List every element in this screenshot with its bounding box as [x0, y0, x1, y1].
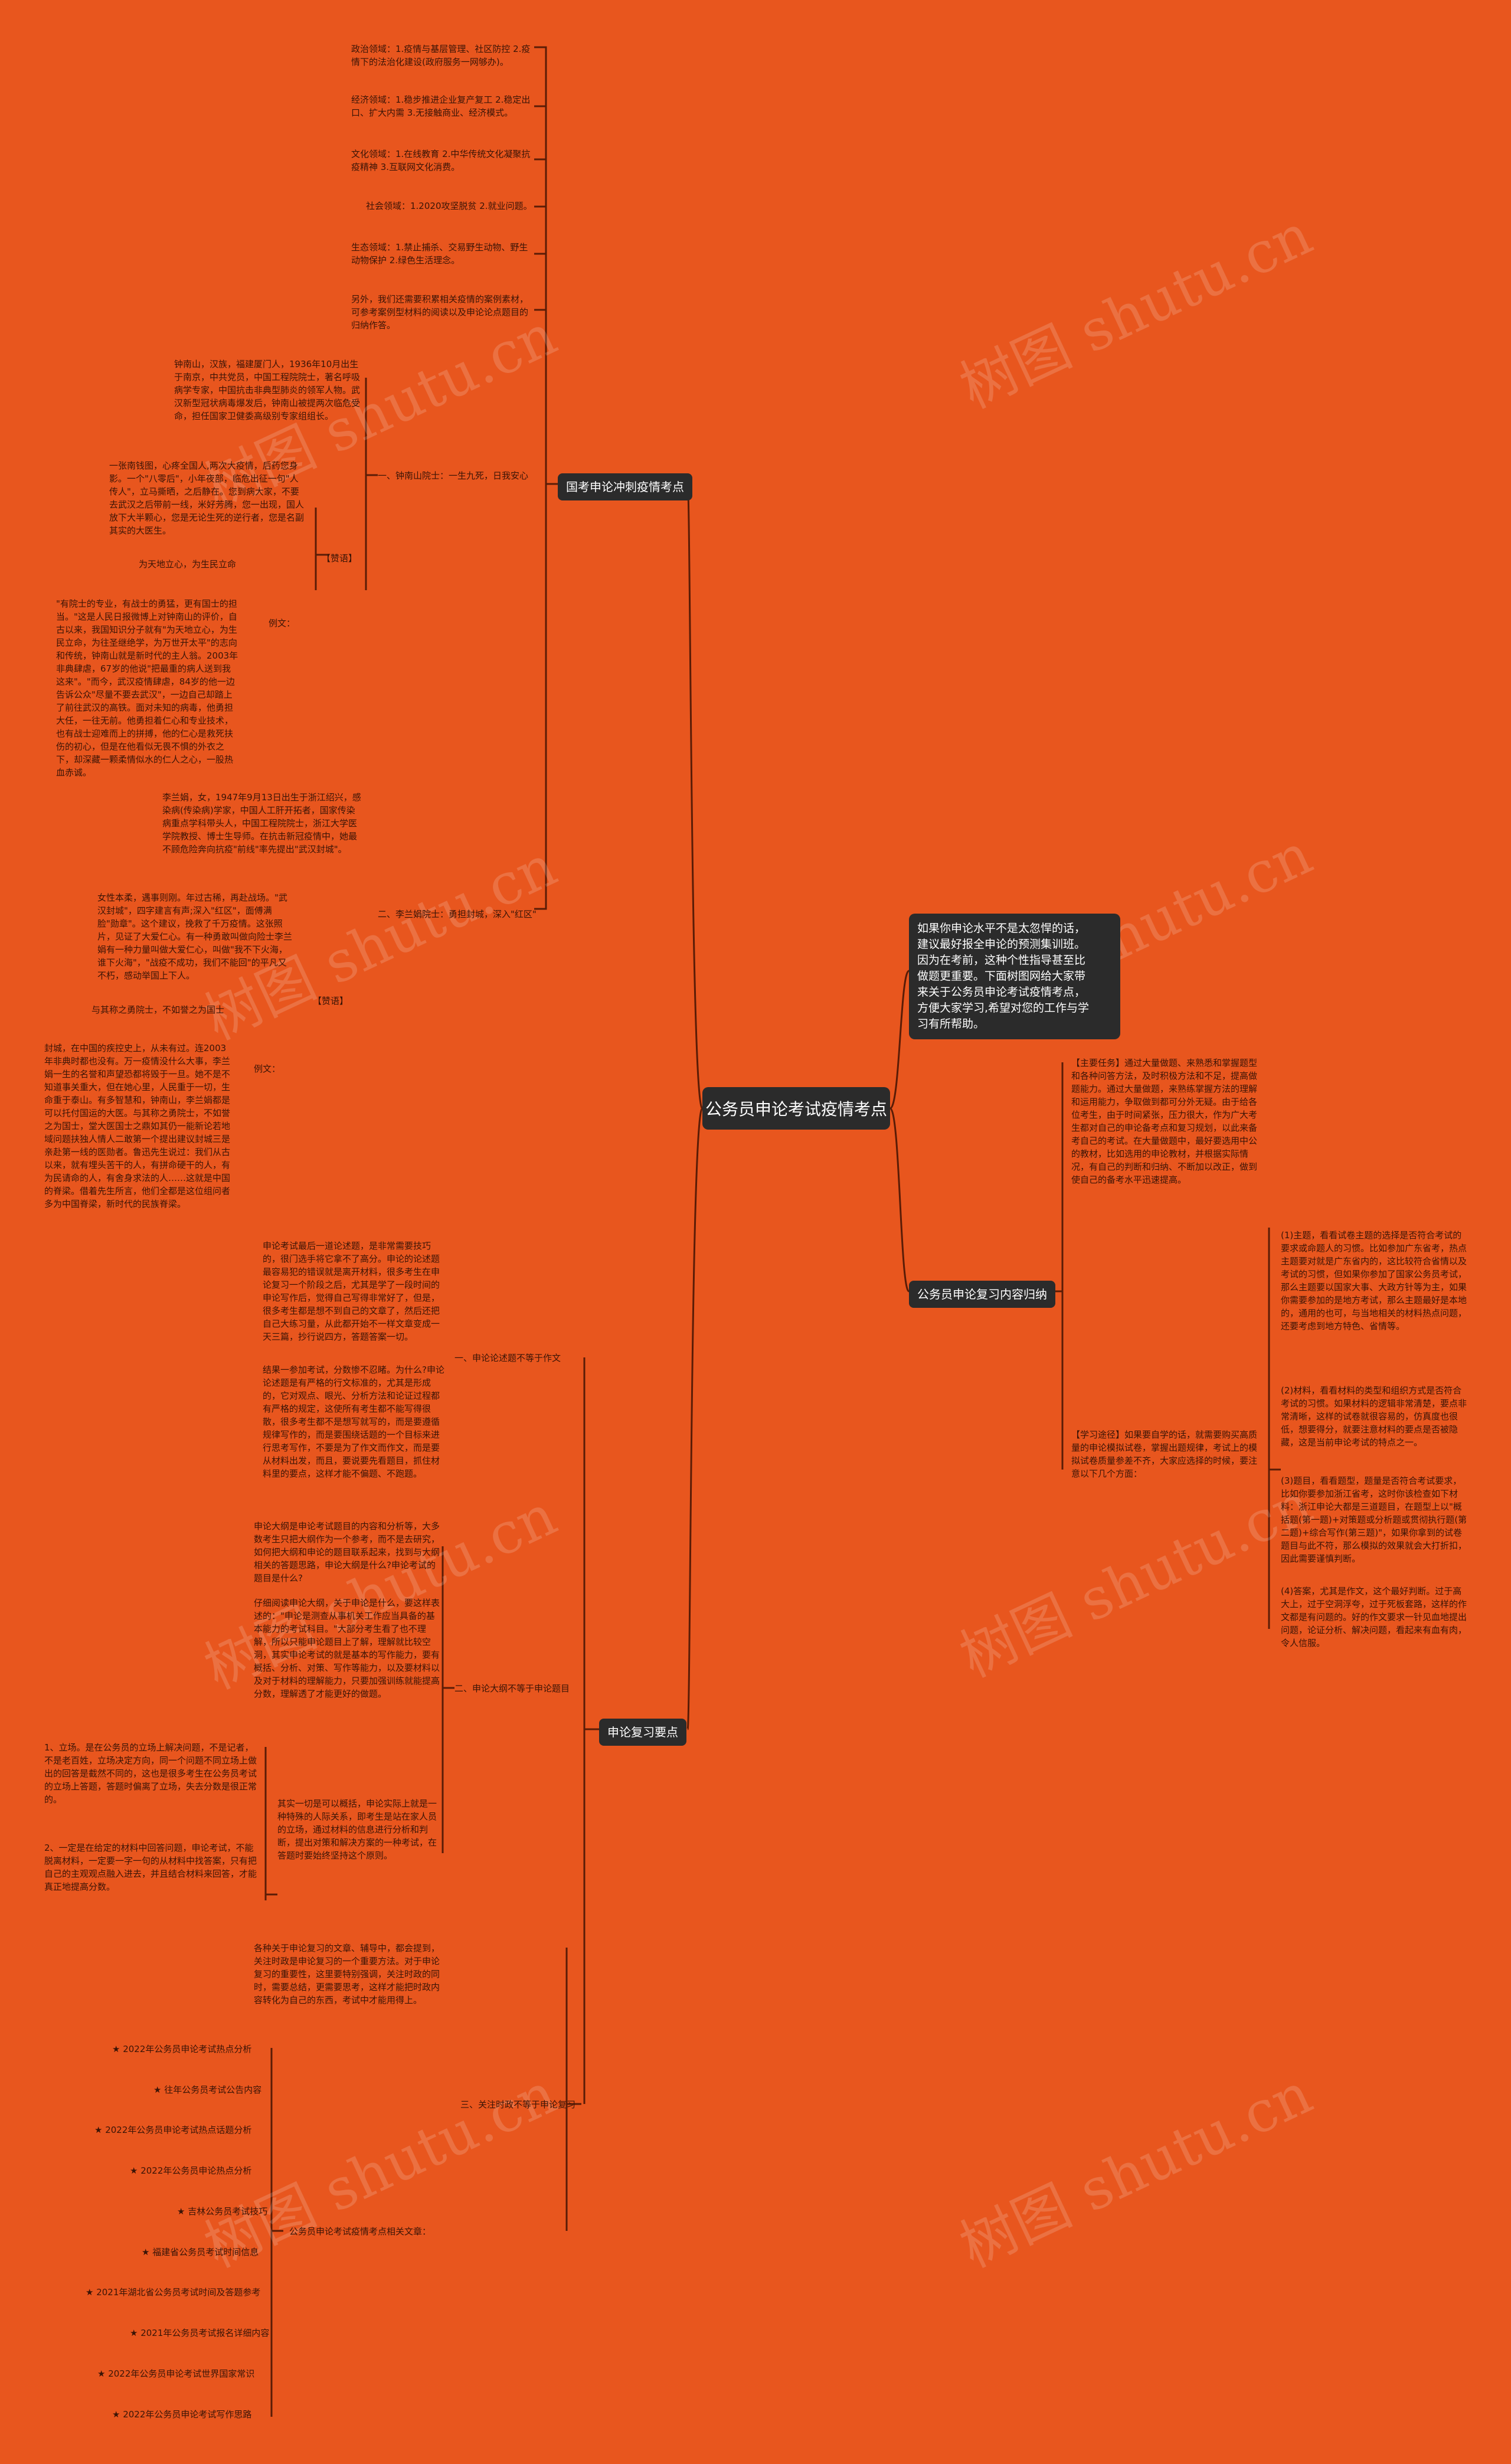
essay-section-heading[interactable]: 一、申论论述题不等于作文 — [454, 1353, 561, 1363]
zhong-comment: 一张南钱图，心疼全国人,两次大疫情，后药您身影。一个"八零后"，小年夜部，临危出… — [109, 460, 305, 536]
topic-ecology: 生态领域：1.禁止捕杀、交易野生动物、野生动物保护 2.绿色生活理念。 — [351, 242, 528, 266]
related-article-link[interactable]: 2021年湖北省公务员考试时间及答题参考 — [86, 2286, 260, 2298]
outline-section-heading[interactable]: 二、申论大纲不等于申论题目 — [454, 1683, 570, 1694]
review-point-answers: (4)答案，尤其是作文，这个最好判断。过于高大上，过于空洞浮夸，过于死板套路，这… — [1281, 1586, 1467, 1648]
zhong-example-body: "有院士的专业，有战士的勇猛，更有国士的担当。"这是人民日报微博上对钟南山的评价… — [56, 598, 238, 778]
root-topic[interactable]: 公务员申论考试疫情考点 — [702, 1087, 890, 1130]
topic-society: 社会领域：1.2020攻坚脱贫 2.就业问题。 — [366, 201, 532, 211]
related-article-link[interactable]: 2021年公务员考试报名详细内容 — [130, 2326, 269, 2339]
review-point-questions: (3)题目，看看题型，题量是否符合考试要求，比如你要参加浙江省考，这时你该检查如… — [1281, 1475, 1467, 1564]
outline-paragraph-1: 申论大纲是申论考试题目的内容和分析等，大多数考生只把大纲作为一个参考，而不是去研… — [254, 1521, 440, 1583]
essay-paragraph-1: 申论考试最后一道论述题，是非常需要技巧的，很门选手将它拿不了高分。申论的论述题最… — [263, 1241, 440, 1342]
review-main-task: 【主要任务】通过大量做题、来熟悉和掌握题型和各种问答方法，及时积极方法和不足，提… — [1071, 1058, 1258, 1185]
intro-note: 如果你申论水平不是太忽悍的话， 建议最好报全申论的预测集训班。 因为在考前，这种… — [909, 914, 1120, 1039]
li-example-title: 与其称之勇院士，不如誉之为国士 — [91, 1004, 225, 1015]
branch-review-points[interactable]: 申论复习要点 — [599, 1719, 686, 1746]
zhong-bio: 钟南山，汉族，福建厦门人，1936年10月出生于南京，中共党员，中国工程院院士，… — [174, 359, 361, 421]
topic-others: 另外，我们还需要积累相关疫情的案例素材，可参考案例型材料的阅读以及申论论点题目的… — [351, 294, 529, 331]
related-article-link[interactable]: 2022年公务员申论热点分析 — [130, 2164, 251, 2177]
zhong-comment-label: 【赞语】 — [322, 553, 358, 564]
outline-stance-point: 1、立场。是在公务员的立场上解决问题，不是记者，不是老百姓，立场决定方向，同一个… — [44, 1742, 257, 1805]
topic-politics: 政治领域：1.疫情与基层管理、社区防控 2.疫情下的法治化建设(政府服务一网够办… — [351, 44, 531, 67]
related-article-link[interactable]: 往年公务员考试公告内容 — [153, 2083, 261, 2096]
current-affairs-heading[interactable]: 三、关注时政不等于申论复习 — [460, 2099, 576, 2110]
topic-culture: 文化领域：1.在线教育 2.中华传统文化凝聚抗疫精神 3.互联网文化消费。 — [351, 149, 531, 172]
related-article-link[interactable]: 2022年公务员申论考试世界国家常识 — [97, 2367, 254, 2380]
li-bio: 李兰娟，女，1947年9月13日出生于浙江绍兴，感染病(传染病)学家，中国人工肝… — [162, 792, 361, 855]
related-article-link[interactable]: 2022年公务员申论考试热点话题分析 — [94, 2123, 251, 2136]
current-affairs-paragraph: 各种关于申论复习的文章、辅导中，都会提到，关注时政是申论复习的一个重要方法。对于… — [254, 1943, 440, 2005]
topic-economy: 经济领域：1.稳步推进企业复产复工 2.稳定出口、扩大内需 3.无接触商业、经济… — [351, 94, 531, 118]
li-example-label: 例文： — [254, 1064, 281, 1074]
li-example-body: 封城，在中国的疾控史上，从未有过。连2003年非典时都也没有。万一疫情没什么大事… — [44, 1043, 231, 1209]
li-comment: 女性本柔，遇事则刚。年过古稀，再赴战场。"武汉封城"，四字建言有声;深入"红区"… — [97, 892, 293, 981]
outline-paragraph-2: 仔细阅读申论大纲，关于申论是什么，要这样表述的："申论是测查从事机关工作应当具备… — [254, 1598, 440, 1699]
essay-paragraph-2: 结果一参加考试，分数惨不忍睹。为什么?申论论述题是有严格的行文标准的，尤其是形成… — [263, 1364, 444, 1479]
review-point-material: (2)材料，看看材料的类型和组织方式是否符合考试的习惯。如果材料的逻辑非常清楚，… — [1281, 1385, 1467, 1448]
li-comment-label: 【赞语】 — [313, 996, 349, 1006]
branch-guokao-epidemic[interactable]: 国考申论冲刺疫情考点 — [558, 473, 692, 500]
review-study-method: 【学习途径】如果要自学的话，就需要购买高质量的申论模拟试卷，掌握出题规律，考试上… — [1071, 1429, 1258, 1479]
outline-paragraph-3: 其实一切是可以概括，申论实际上就是一种特殊的人际关系，即考生是站在家人员的立场，… — [277, 1798, 437, 1861]
related-article-link[interactable]: 吉林公务员考试技巧 — [177, 2205, 267, 2217]
branch-review-summary[interactable]: 公务员申论复习内容归纳 — [909, 1281, 1055, 1308]
related-article-link[interactable]: 2022年公务员申论考试写作思路 — [112, 2408, 251, 2420]
zhong-example-label: 例文： — [269, 618, 296, 629]
outline-material-point: 2、一定是在给定的材料中回答问题，申论考试，不能脱离材料，一定要一字一句的从材料… — [44, 1843, 257, 1892]
zhong-nanshan-heading[interactable]: 一、钟南山院士：一生九死，日我安心 — [378, 470, 529, 481]
zhong-example-title: 为天地立心，为生民立命 — [139, 559, 237, 570]
related-article-link[interactable]: 福建省公务员考试时间信息 — [142, 2246, 259, 2258]
related-article-link[interactable]: 2022年公务员申论考试热点分析 — [112, 2043, 251, 2055]
review-point-theme: (1)主题，看看试卷主题的选择是否符合考试的要求或命题人的习惯。比如参加广东省考… — [1281, 1230, 1467, 1331]
related-articles-label: 公务员申论考试疫情考点相关文章： — [289, 2226, 431, 2237]
li-lanjuan-heading[interactable]: 二、李兰娟院士：勇担封城，深入"红区" — [378, 909, 537, 919]
